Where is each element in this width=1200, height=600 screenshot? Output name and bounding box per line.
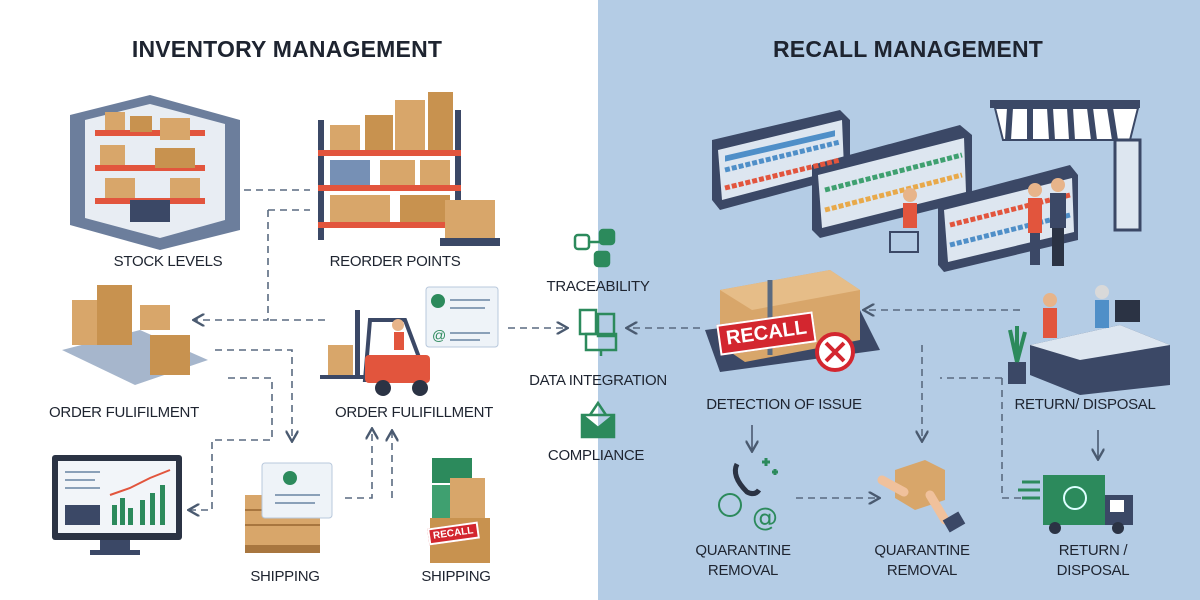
flow-arrows xyxy=(190,189,1035,510)
label-shipping-2: SHIPPING xyxy=(421,568,491,585)
traceability-icon xyxy=(573,228,616,268)
shelving-illustration xyxy=(318,92,500,246)
label-return-disposal-top: RETURN/ DISPOSAL xyxy=(1014,396,1156,413)
quarantine-contact-icons: @ xyxy=(718,458,778,533)
dashboard-monitor-illustration xyxy=(52,455,182,555)
compliance-envelope-icon xyxy=(580,400,616,439)
shipping-pallet-illustration xyxy=(245,462,333,553)
label-line: QUARANTINE xyxy=(874,542,970,559)
store-shelves-illustration xyxy=(712,100,1142,272)
arrow-to-truck xyxy=(1001,378,1035,499)
svg-text:@: @ xyxy=(752,503,778,533)
label-order-fulfilment: ORDER FULIFILMENT xyxy=(49,404,199,421)
label-line: REMOVAL xyxy=(707,562,779,579)
handover-box-illustration xyxy=(877,460,966,533)
label-quarantine-removal-1: QUARANTINE REMOVAL xyxy=(695,541,791,581)
label-return-disposal-bottom: RETURN / DISPOSAL xyxy=(1057,541,1130,581)
arrow-shipping-up xyxy=(345,430,372,499)
recall-boxes-illustration xyxy=(430,458,490,563)
label-order-fulfilment-forklift: ORDER FULIFILLMENT xyxy=(335,404,493,421)
label-data-integration: DATA INTEGRATION xyxy=(529,372,667,389)
svg-text:@: @ xyxy=(432,327,446,343)
label-quarantine-removal-2: QUARANTINE REMOVAL xyxy=(874,541,970,581)
label-reorder-points: REORDER POINTS xyxy=(329,253,461,270)
label-detection-of-issue: DETECTION OF ISSUE xyxy=(706,396,862,413)
inventory-management-title: INVENTORY MANAGEMENT xyxy=(131,36,443,62)
warehouse-room-illustration xyxy=(70,95,240,250)
pallet-boxes-illustration xyxy=(62,285,208,385)
label-line: QUARANTINE xyxy=(695,542,791,559)
arrow-to-order-fulfilment xyxy=(195,209,310,320)
label-shipping-1: SHIPPING xyxy=(250,568,320,585)
recall-management-title: RECALL MANAGEMENT xyxy=(772,36,1044,62)
label-line: REMOVAL xyxy=(886,562,958,579)
forklift-illustration: @ xyxy=(320,286,499,396)
arrow-to-shipping xyxy=(215,349,292,440)
label-compliance: COMPLIANCE xyxy=(547,447,645,464)
label-line: DISPOSAL xyxy=(1056,562,1130,579)
checkout-counter-illustration xyxy=(1008,285,1170,395)
label-line: RETURN / xyxy=(1058,542,1128,559)
label-stock-levels: STOCK LEVELS xyxy=(113,253,223,270)
arrow-to-dashboard xyxy=(190,377,273,510)
label-traceability: TRACEABILITY xyxy=(546,278,650,295)
recycling-truck-illustration xyxy=(1018,475,1133,534)
center-icons xyxy=(573,228,618,439)
data-integration-icon xyxy=(578,308,618,356)
